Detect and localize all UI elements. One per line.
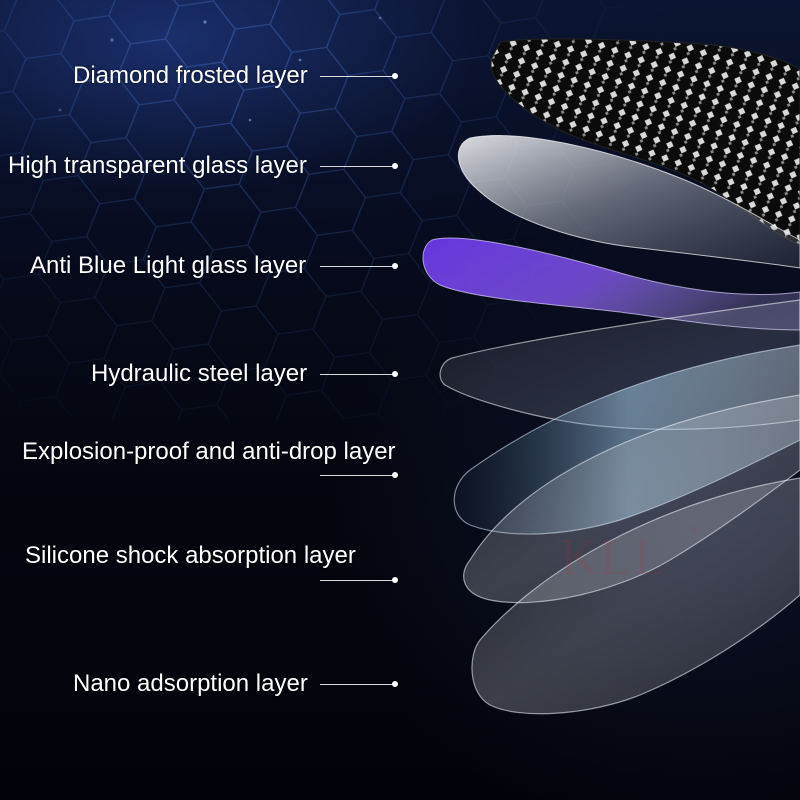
leader-line-hydraulic (320, 371, 398, 377)
label-nano-adsorption: Nano adsorption layer (73, 670, 308, 697)
leader-line-diamond (320, 73, 398, 79)
label-explosion-proof: Explosion-proof and anti-drop layer (22, 438, 396, 465)
leader-dot (392, 163, 398, 169)
leader-dot (392, 263, 398, 269)
leader-line-nano (320, 681, 398, 687)
label-anti-blue-light: Anti Blue Light glass layer (30, 252, 307, 279)
registered-mark: ® (690, 524, 699, 536)
nano-adsorption-shape (471, 477, 800, 715)
leader-dot (392, 681, 398, 687)
kll-watermark: KLL (560, 529, 668, 586)
leader-line-silicone (320, 577, 398, 583)
leader-dot (392, 73, 398, 79)
label-high-transparent: High transparent glass layer (8, 152, 307, 179)
leader-line-high-transparent (320, 163, 398, 169)
leader-line-explosion (320, 472, 398, 478)
leader-dot (392, 472, 398, 478)
leader-dot (392, 577, 398, 583)
label-diamond-frosted: Diamond frosted layer (73, 62, 308, 89)
high-transparent-glass-shape (457, 135, 800, 269)
leader-line-anti-blue (320, 263, 398, 269)
label-hydraulic-steel: Hydraulic steel layer (91, 360, 308, 387)
label-silicone-shock: Silicone shock absorption layer (25, 542, 356, 569)
leader-dot (392, 371, 398, 377)
